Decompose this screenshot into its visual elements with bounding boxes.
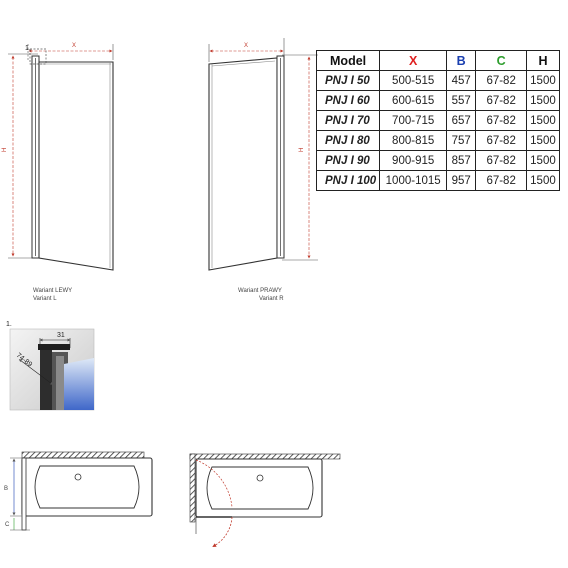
table-header-row: Model X B C H <box>315 50 560 71</box>
cell-c: 67-82 <box>475 70 528 91</box>
header-x: X <box>379 50 448 71</box>
wall-hatch-top <box>189 453 341 460</box>
header-c: C <box>475 50 528 71</box>
h-dimension-label-right: H <box>299 148 305 152</box>
table-row: PNJ I 80 800-815 757 67-82 1500 <box>315 130 560 151</box>
cell-x: 600-615 <box>379 90 448 111</box>
cell-h: 1500 <box>526 90 560 111</box>
cell-c: 67-82 <box>475 90 528 111</box>
table-row: PNJ I 100 1000-1015 957 67-82 1500 <box>315 170 560 191</box>
detail-dim-side-line <box>18 359 54 385</box>
table-row: PNJ I 70 700-715 657 67-82 1500 <box>315 110 560 131</box>
cell-x: 900-915 <box>379 150 448 171</box>
cell-b: 957 <box>446 170 477 191</box>
cell-model: PNJ I 70 <box>315 110 381 131</box>
cell-b: 457 <box>446 70 477 91</box>
cell-x: 700-715 <box>379 110 448 131</box>
left-variant-panel: X H 1. Wariant LEWY Variant L <box>2 43 114 302</box>
x-dimension-label: X <box>72 43 76 49</box>
bathtub-top-view-right <box>189 453 341 547</box>
right-variant-panel: X H Wariant PRAWY Variant R <box>208 38 318 302</box>
b-dimension-label: B <box>4 486 8 492</box>
bathtub-top-view-left: B C <box>4 451 153 531</box>
detail-dim-top: 31 <box>57 332 65 339</box>
cell-b: 857 <box>446 150 477 171</box>
wall-hatch <box>21 451 145 459</box>
cell-c: 67-82 <box>475 110 528 131</box>
cell-b: 757 <box>446 130 477 151</box>
cell-model: PNJ I 100 <box>315 170 381 191</box>
bathtub-basin-right <box>206 466 314 510</box>
cell-c: 67-82 <box>475 150 528 171</box>
table-row: PNJ I 60 600-615 557 67-82 1500 <box>315 90 560 111</box>
cell-h: 1500 <box>526 130 560 151</box>
left-variant-subtitle: Variant L <box>33 296 57 302</box>
right-variant-title: Wariant PRAWY <box>238 288 282 294</box>
swing-arc <box>212 516 233 547</box>
cell-x: 500-515 <box>379 70 448 91</box>
detail-label: 1. <box>6 321 12 328</box>
left-variant-title: Wariant LEWY <box>33 288 72 294</box>
h-dimension-label: H <box>2 148 8 152</box>
profile-detail: 1. 31 74-89 <box>6 321 95 411</box>
cell-h: 1500 <box>526 110 560 131</box>
x-dimension-label-right: X <box>244 43 248 49</box>
cell-model: PNJ I 80 <box>315 130 381 151</box>
detail-marker-label: 1. <box>25 45 31 52</box>
cell-c: 67-82 <box>475 170 528 191</box>
cell-x: 800-815 <box>379 130 448 151</box>
cell-x: 1000-1015 <box>379 170 448 191</box>
table-row: PNJ I 90 900-915 857 67-82 1500 <box>315 150 560 171</box>
cell-model: PNJ I 60 <box>315 90 381 111</box>
c-dimension-label: C <box>5 522 10 528</box>
cell-h: 1500 <box>526 70 560 91</box>
cell-b: 657 <box>446 110 477 131</box>
detail-marker-box <box>29 48 47 65</box>
header-model: Model <box>315 50 381 71</box>
header-h: H <box>526 50 560 71</box>
cell-c: 67-82 <box>475 130 528 151</box>
glass-screen-profile <box>21 457 27 531</box>
bathtub-basin <box>34 465 140 509</box>
glass-panel <box>38 61 114 271</box>
cell-h: 1500 <box>526 170 560 191</box>
right-variant-subtitle: Variant R <box>259 296 284 302</box>
table-row: PNJ I 50 500-515 457 67-82 1500 <box>315 70 560 91</box>
drain-icon <box>74 473 82 481</box>
cell-model: PNJ I 90 <box>315 150 381 171</box>
cell-b: 557 <box>446 90 477 111</box>
header-b: B <box>446 50 477 71</box>
specification-table: Model X B C H PNJ I 50 500-515 457 67-82… <box>315 50 560 191</box>
glass-panel-right <box>208 57 278 271</box>
cell-model: PNJ I 50 <box>315 70 381 91</box>
cell-h: 1500 <box>526 150 560 171</box>
wall-hatch-side <box>189 453 196 523</box>
detail-glass <box>64 358 94 410</box>
drain-icon-right <box>256 474 264 482</box>
